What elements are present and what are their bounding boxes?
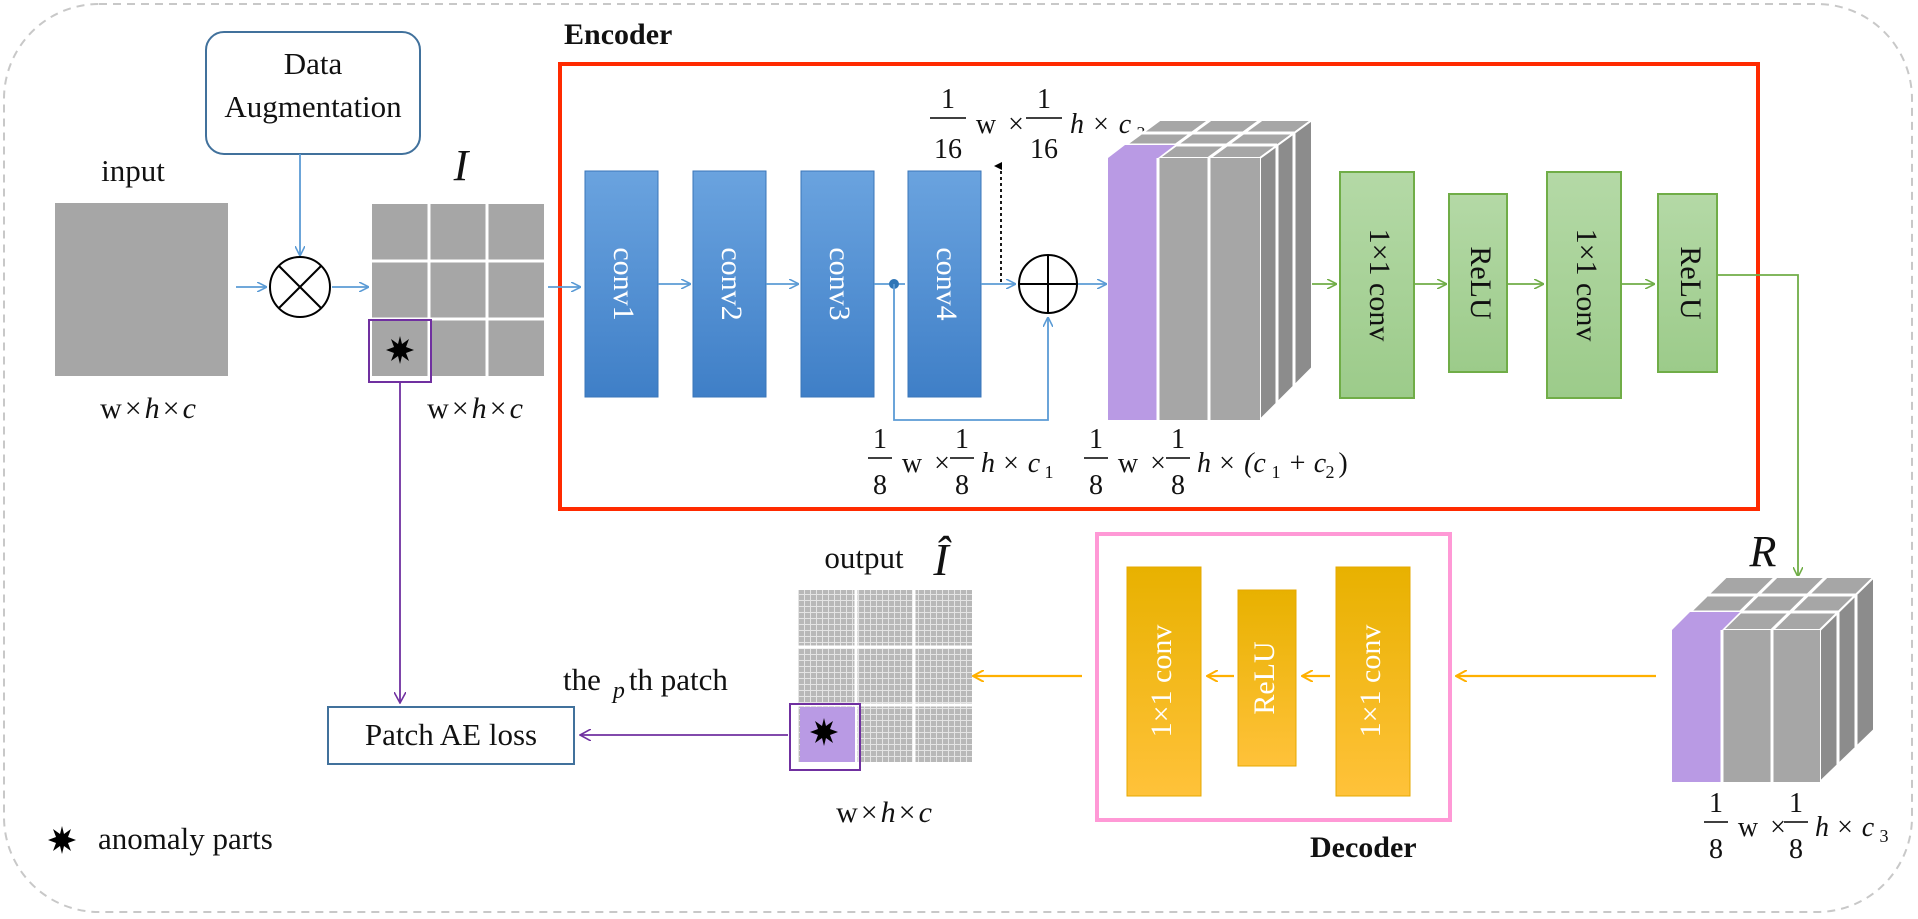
svg-text:ReLU: ReLU: [1464, 246, 1497, 320]
svg-text:2: 2: [1326, 462, 1335, 482]
patch-ae-loss-label: Patch AE loss: [365, 717, 537, 752]
svg-text:h: h: [981, 448, 995, 479]
svg-text:h: h: [1197, 448, 1211, 479]
svg-text:1×1 conv: 1×1 conv: [1570, 229, 1603, 342]
svg-text:1×1 conv: 1×1 conv: [1145, 625, 1178, 738]
svg-text:1: 1: [1272, 462, 1281, 482]
svg-text:1: 1: [1171, 424, 1185, 455]
input-dim-label: w×h×c: [100, 392, 196, 425]
grid-dim-label: w×h×c: [427, 392, 523, 425]
svg-text:conv1: conv1: [607, 247, 640, 320]
r-symbol: R: [1749, 527, 1777, 576]
output-grid: [798, 590, 972, 762]
head-conv1x1-block-1: 1×1 conv: [1339, 171, 1415, 399]
svg-text:1: 1: [1089, 424, 1103, 455]
svg-text:16: 16: [934, 134, 962, 165]
data-augmentation-line2: Augmentation: [224, 89, 402, 124]
head-relu-block-2: ReLU: [1657, 193, 1718, 373]
svg-text:w: w: [1118, 448, 1139, 479]
svg-text:c: c: [1862, 812, 1875, 843]
svg-text:conv2: conv2: [715, 247, 748, 320]
svg-text:w: w: [976, 109, 997, 140]
svg-text:×: ×: [1003, 448, 1019, 479]
svg-text:): ): [1338, 448, 1347, 479]
svg-text:1: 1: [1037, 84, 1051, 115]
svg-text:×: ×: [1093, 109, 1109, 140]
head-conv1x1-block-2: 1×1 conv: [1546, 171, 1622, 399]
data-augmentation-box: [205, 31, 421, 155]
svg-text:h: h: [1815, 812, 1829, 843]
concat-feature-cube: [1104, 118, 1316, 423]
eighth-c3-dim-label: 1 8 w × 1 8 h × c 3: [1704, 788, 1889, 865]
svg-text:×: ×: [1219, 448, 1235, 479]
svg-text:ReLU: ReLU: [1248, 641, 1281, 715]
svg-text:1: 1: [955, 424, 969, 455]
svg-text:(c: (c: [1244, 448, 1266, 479]
image-hat-symbol: Î: [932, 534, 952, 585]
conv4-block: conv4: [907, 170, 982, 398]
svg-text:×: ×: [934, 448, 950, 479]
head-relu-block-1: ReLU: [1448, 193, 1508, 373]
svg-text:8: 8: [1789, 834, 1803, 865]
svg-text:w: w: [902, 448, 923, 479]
svg-text:8: 8: [873, 470, 887, 501]
decoder-relu-block: ReLU: [1237, 589, 1297, 767]
svg-text:conv4: conv4: [930, 247, 963, 320]
svg-text:×: ×: [1008, 109, 1024, 140]
decoder-label: Decoder: [1310, 831, 1417, 864]
svg-text:1: 1: [1789, 788, 1803, 819]
svg-text:8: 8: [955, 470, 969, 501]
svg-text:1: 1: [873, 424, 887, 455]
svg-text:1×1 conv: 1×1 conv: [1354, 625, 1387, 738]
svg-text:conv3: conv3: [823, 247, 856, 320]
conv1-block: conv1: [584, 170, 659, 398]
svg-text:c: c: [1028, 448, 1041, 479]
eighth-c1-dim-label: 1 8 w × 1 8 h × c 1: [868, 424, 1054, 501]
svg-text:h: h: [1070, 109, 1084, 140]
svg-text:8: 8: [1171, 470, 1185, 501]
legend-anomaly-star-icon: [48, 826, 76, 854]
svg-text:1×1 conv: 1×1 conv: [1363, 229, 1396, 342]
output-patch-highlight: [789, 703, 861, 771]
legend-anomaly-label: anomaly parts: [98, 821, 273, 856]
image-symbol: I: [453, 141, 471, 190]
svg-text:c: c: [1119, 109, 1132, 140]
input-label: input: [101, 153, 165, 188]
svg-text:16: 16: [1030, 134, 1058, 165]
svg-text:1: 1: [941, 84, 955, 115]
encoder-label: Encoder: [564, 18, 672, 51]
data-augmentation-line1: Data: [284, 46, 343, 81]
svg-text:8: 8: [1709, 834, 1723, 865]
svg-text:×: ×: [1837, 812, 1853, 843]
decoder-conv1x1-block-1: 1×1 conv: [1126, 566, 1202, 797]
output-dim-label: w×h×c: [836, 796, 932, 829]
skip-connection-arrow: [893, 284, 1048, 421]
svg-text:×: ×: [1150, 448, 1166, 479]
svg-text:8: 8: [1089, 470, 1103, 501]
input-image: [55, 203, 228, 376]
conv2-block: conv2: [692, 170, 767, 398]
patch-ae-loss-box: [327, 706, 575, 765]
svg-text:w: w: [1738, 812, 1759, 843]
sixteenth-dim-label: 1 16 w × 1 16 h × c 2: [930, 84, 1146, 165]
decoder-frame: [1095, 532, 1452, 822]
output-anomaly-star-icon: [810, 718, 838, 746]
anomaly-star-icon: [386, 336, 414, 364]
svg-text:×: ×: [1770, 812, 1786, 843]
svg-text:ReLU: ReLU: [1674, 246, 1707, 320]
output-label: output: [824, 540, 904, 575]
eighth-concat-dim-label: 1 8 w × 1 8 h × (c 1 + c 2 ): [1084, 424, 1348, 501]
svg-text:1: 1: [1045, 462, 1054, 482]
svg-text:+ c: + c: [1288, 448, 1327, 479]
svg-text:3: 3: [1880, 826, 1889, 846]
decoder-conv1x1-block-2: 1×1 conv: [1335, 566, 1411, 797]
encoder-to-r-arrow: [1717, 274, 1798, 576]
outer-frame: [3, 3, 1913, 913]
svg-text:1: 1: [1709, 788, 1723, 819]
conv3-block: conv3: [800, 170, 875, 398]
r-feature-cube: [1669, 574, 1877, 785]
